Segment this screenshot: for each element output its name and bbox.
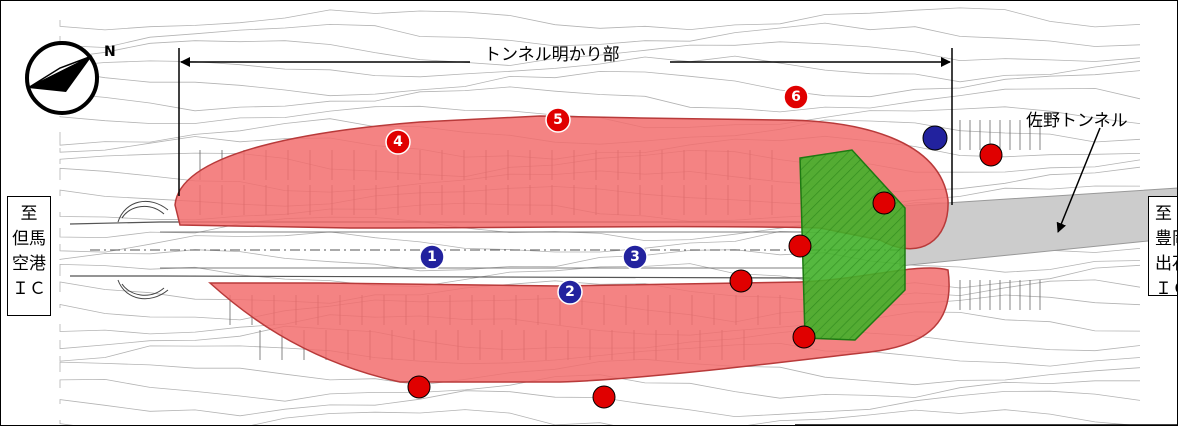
- blue-marker-3-label: 3: [630, 249, 640, 265]
- road: [69, 221, 900, 279]
- red-marker-4: 4: [385, 129, 411, 155]
- compass-north-label: N: [104, 44, 116, 60]
- red-marker: [592, 385, 616, 409]
- tunnel-open-section-label: トンネル明かり部: [484, 45, 620, 65]
- compass-icon: N: [25, 41, 116, 115]
- blue-marker-2: 2: [557, 279, 583, 305]
- red-marker: [872, 191, 896, 215]
- blue-marker-3: 3: [622, 244, 648, 270]
- contour-line: [59, 263, 1141, 289]
- contour-line: [59, 390, 1141, 418]
- red-marker: [729, 269, 753, 293]
- red-marker: [979, 143, 1003, 167]
- contour-line: [59, 409, 1141, 426]
- sano-tunnel-label: 佐野トンネル: [1026, 111, 1128, 131]
- blue-marker-2-label: 2: [565, 284, 575, 300]
- red-marker-5-label: 5: [553, 112, 563, 128]
- red-marker: [792, 325, 816, 349]
- blue-marker-1-label: 1: [427, 249, 437, 265]
- contour-line: [59, 22, 1141, 48]
- cut-area-upper: [174, 115, 949, 250]
- blue-marker-1: 1: [419, 244, 445, 270]
- contour-line: [59, 7, 1141, 31]
- tunnel-leader-arrow: [1056, 127, 1101, 233]
- blue-marker-unlabeled: [922, 125, 948, 151]
- left-destination-label: 至 但馬 空港 ＩＣ: [7, 196, 51, 316]
- red-marker-4-label: 4: [393, 134, 403, 150]
- red-marker: [788, 234, 812, 258]
- road-left-edge-bottom: [70, 275, 811, 279]
- red-marker-5: 5: [545, 107, 571, 133]
- contour-line: [59, 249, 1141, 273]
- red-marker-6: 6: [783, 84, 809, 110]
- red-marker-6-label: 6: [791, 89, 801, 105]
- left-interchange: [117, 201, 169, 300]
- right-destination-label: 至 豊岡 出石 ＩＣ: [1148, 196, 1178, 296]
- red-marker: [407, 375, 431, 399]
